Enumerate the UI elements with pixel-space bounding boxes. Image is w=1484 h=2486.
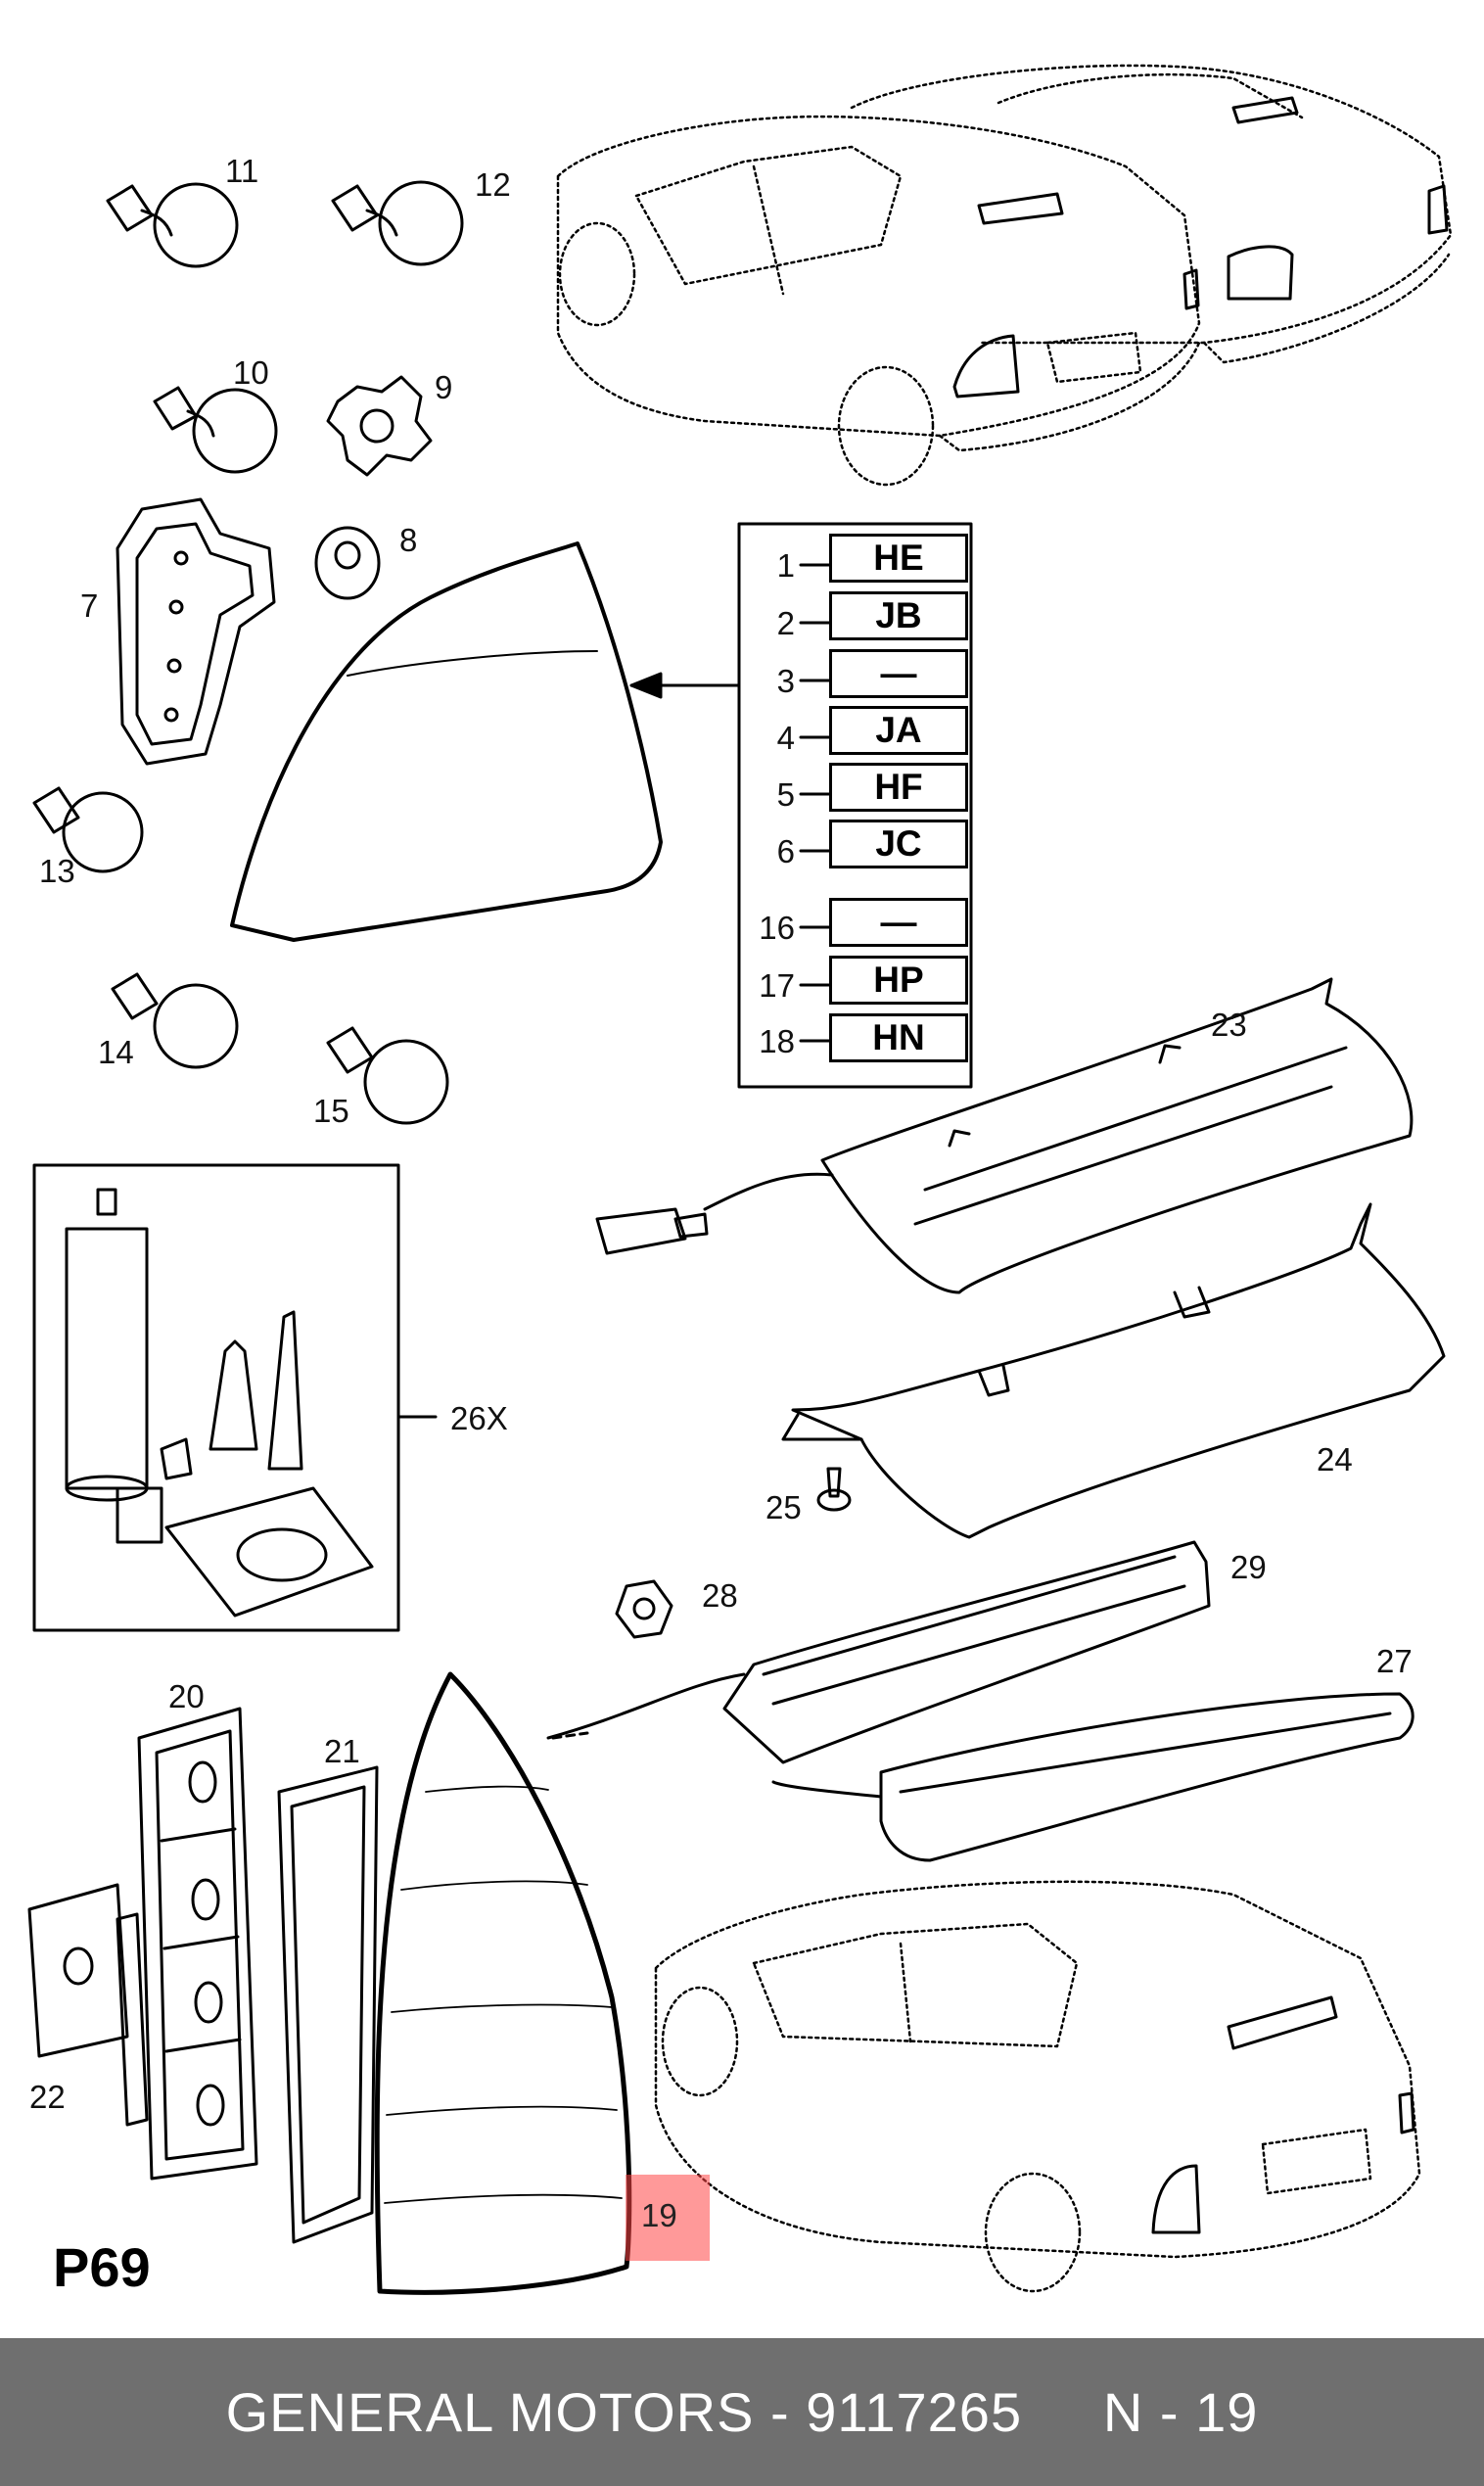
- gasket-20-drawing: [116, 1707, 258, 2181]
- estate-car-solid: [1151, 1995, 1415, 2234]
- code-table-num: 2: [776, 605, 795, 641]
- callout-25: 25: [765, 1489, 802, 1525]
- code-table-code: HP: [829, 956, 968, 1005]
- callout-28: 28: [702, 1577, 738, 1614]
- page-code: P69: [53, 2236, 151, 2298]
- code-table-frame: [629, 522, 973, 1089]
- callout-29: 29: [1230, 1549, 1267, 1585]
- kit-26x-drawing: [32, 1163, 438, 1632]
- code-table-code: HN: [829, 1013, 968, 1062]
- bulb-11-drawing: [106, 182, 239, 268]
- code-table-code: JA: [829, 706, 968, 755]
- code-table-num: 4: [776, 720, 795, 756]
- code-table-code: JC: [829, 820, 968, 868]
- bulb-15-drawing: [326, 1026, 449, 1125]
- callout-24: 24: [1317, 1441, 1353, 1478]
- code-table-num: 18: [759, 1023, 795, 1059]
- grommet-8-drawing: [314, 526, 381, 600]
- bulb-13-drawing: [32, 786, 144, 873]
- highlight-marker: [626, 2175, 710, 2261]
- callout-23: 23: [1211, 1007, 1247, 1043]
- hatchback-car-solid: [952, 192, 1200, 399]
- code-table-num: 6: [776, 833, 795, 869]
- code-table-code: HF: [829, 763, 968, 812]
- cover-29-drawing: [546, 1540, 1211, 1764]
- code-table-num: 1: [776, 547, 795, 584]
- footer-text: GENERAL MOTORS - 9117265 N - 19: [225, 2381, 1259, 2443]
- nut-28-drawing: [615, 1579, 673, 1639]
- parts-diagram: 11 12 10 9 8 7 13 14 15 23 26X 24 25 28 …: [27, 64, 1453, 2298]
- callout-19: 19: [641, 2197, 677, 2233]
- code-table-num: 5: [776, 776, 795, 813]
- footer-bar: GENERAL MOTORS - 9117265 N - 19: [0, 2338, 1484, 2486]
- hatchback-car-drawing: [556, 115, 1201, 487]
- sedan-car-solid: [1227, 96, 1449, 301]
- callout-9: 9: [435, 369, 453, 405]
- led-bar-27-drawing: [771, 1692, 1414, 1862]
- seal-21-drawing: [277, 1765, 379, 2244]
- lamp-lens-drawing: [230, 541, 663, 942]
- screw-25-drawing: [816, 1467, 852, 1512]
- bulb-12-drawing: [331, 180, 464, 266]
- knob-9-drawing: [326, 375, 433, 477]
- code-table-num: 3: [776, 663, 795, 699]
- code-table-num: 17: [759, 967, 795, 1004]
- callout-10: 10: [233, 354, 269, 391]
- callout-20: 20: [168, 1678, 205, 1714]
- code-table-code: —: [829, 898, 968, 947]
- part-22-drawing: [27, 1883, 129, 2058]
- estate-car-drawing: [654, 1880, 1421, 2293]
- bulb-10-drawing: [153, 386, 278, 474]
- callout-14: 14: [98, 1034, 134, 1070]
- code-table-code: JB: [829, 591, 968, 640]
- callout-11: 11: [225, 153, 259, 189]
- diagram-drawing: [27, 64, 1453, 2295]
- callout-13: 13: [39, 853, 75, 889]
- callout-8: 8: [399, 522, 418, 558]
- tail-lamp-19-drawing: [374, 1671, 632, 2295]
- brake-lamp-23-drawing: [595, 977, 1414, 1294]
- callout-27: 27: [1376, 1643, 1413, 1679]
- callout-12: 12: [475, 166, 511, 203]
- code-table-num: 16: [759, 910, 795, 946]
- code-table-code: —: [829, 649, 968, 698]
- gasket-7-drawing: [116, 497, 276, 766]
- housing-24-drawing: [781, 1202, 1446, 1539]
- callout-7: 7: [80, 587, 99, 624]
- callout-21: 21: [324, 1733, 360, 1769]
- callout-26x: 26X: [450, 1400, 508, 1436]
- bulb-14-drawing: [111, 972, 239, 1069]
- code-table-code: HE: [829, 534, 968, 583]
- callout-15: 15: [313, 1093, 349, 1129]
- callout-22: 22: [29, 2079, 66, 2115]
- sedan-car-drawing: [850, 64, 1453, 364]
